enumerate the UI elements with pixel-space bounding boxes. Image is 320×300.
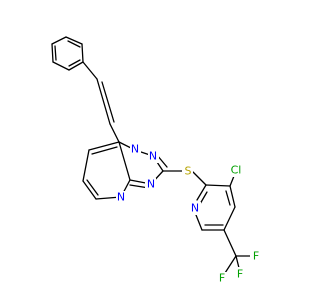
atom-label-sulfur: S: [182, 164, 193, 178]
svg-text:F: F: [237, 268, 243, 281]
svg-text:N: N: [117, 191, 125, 204]
atom-label-fluorine-2: F: [250, 249, 260, 263]
svg-text:N: N: [147, 178, 155, 191]
atom-label-chlorine: Cl: [228, 163, 244, 177]
chloro-bond: [229, 175, 235, 187]
svg-text:N: N: [191, 202, 199, 215]
svg-text:F: F: [219, 272, 225, 285]
svg-text:N: N: [149, 150, 157, 163]
trifluoromethyl-group: [223, 229, 253, 274]
atom-label-n-pyridine: N: [190, 202, 201, 215]
vinyl-linker: [82, 61, 120, 143]
svg-text:Cl: Cl: [231, 164, 242, 177]
atom-label-n-bridgehead: N: [130, 143, 141, 156]
atom-label-n-pyrimidine: N: [116, 191, 127, 204]
pyridine-ring: [195, 184, 236, 231]
phenyl-ring: [51, 36, 84, 71]
atom-label-n-triazole-top: N: [148, 150, 159, 163]
molecule-diagram: N N N N N S Cl F F F: [51, 36, 260, 285]
atom-label-fluorine-3: F: [235, 267, 245, 281]
svg-text:N: N: [131, 143, 139, 156]
svg-text:F: F: [253, 250, 259, 263]
svg-text:S: S: [185, 165, 192, 178]
atom-label-n-triazole-bottom: N: [145, 178, 156, 191]
atom-label-fluorine-1: F: [217, 272, 227, 285]
structure-canvas: N N N N N S Cl F F F: [51, 36, 260, 285]
thioether-link: [162, 170, 207, 186]
